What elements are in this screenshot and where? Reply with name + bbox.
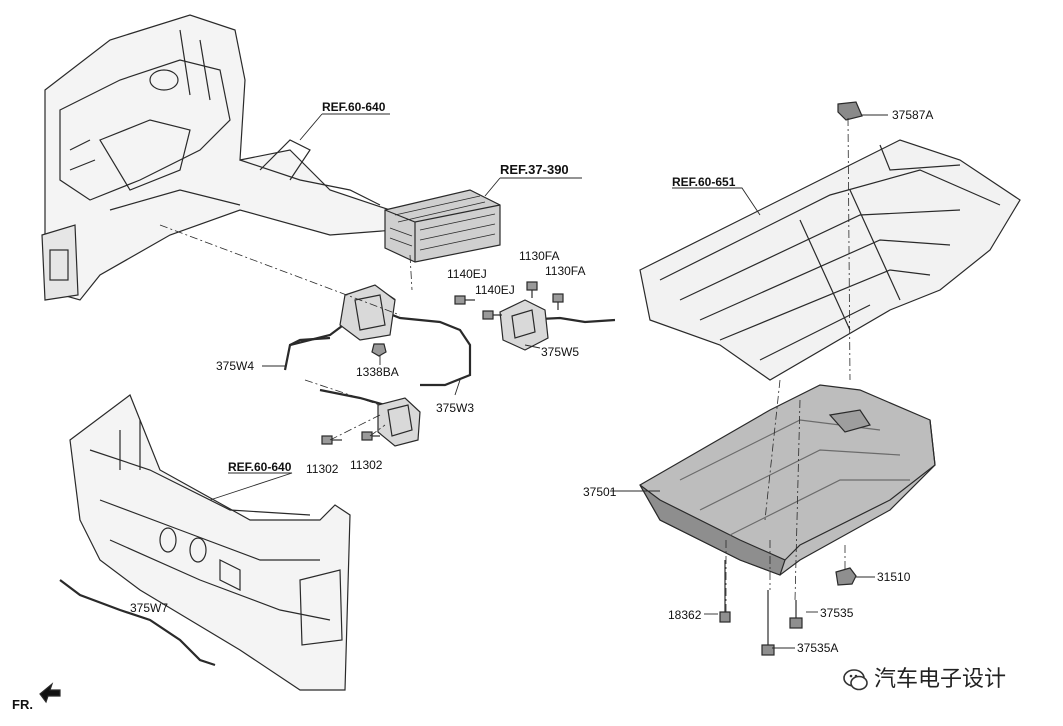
floor-cover-37587a: [837, 101, 863, 121]
dash-panel: [69, 394, 351, 691]
ref-60-651-label: REF.60-651: [672, 175, 736, 189]
part-1130fa-b-label: 1130FA: [545, 264, 586, 278]
part-18362-label: 18362: [668, 608, 702, 622]
valve-assembly-upper: [339, 284, 396, 341]
converter-unit: [384, 189, 501, 263]
part-1338ba-label: 1338BA: [356, 365, 399, 379]
ref-37-390-label: REF.37-390: [500, 162, 569, 177]
front-body-structure: [41, 14, 396, 301]
part-1130fa-a-label: 1130FA: [519, 249, 560, 263]
part-11302-b-label: 11302: [350, 458, 383, 472]
part-31510-label: 31510: [877, 570, 911, 584]
part-375w5-label: 375W5: [541, 345, 580, 359]
part-375w3-label: 375W3: [436, 401, 475, 415]
part-37535-label: 37535: [820, 606, 854, 620]
front-direction-label: FR.: [12, 697, 33, 712]
front-direction-arrow: [39, 682, 61, 704]
watermark-text: 汽车电子设计: [874, 667, 1007, 692]
valve-assembly-right: [499, 299, 549, 351]
part-11302-a-label: 11302: [306, 462, 339, 476]
ref-60-640-bottom-label: REF.60-640: [228, 460, 292, 474]
part-375w7-label: 375W7: [130, 601, 169, 615]
part-1140ej-a-label: 1140EJ: [447, 267, 487, 281]
part-37587a-label: 37587A: [892, 108, 934, 122]
battery-fasteners: [719, 560, 857, 656]
bolts: [321, 281, 564, 445]
alignment-lines: [159, 117, 851, 612]
floor-panel: [639, 139, 1021, 381]
part-37501-label: 37501: [583, 485, 617, 499]
part-1140ej-b-label: 1140EJ: [475, 283, 515, 297]
part-375w4-label: 375W4: [216, 359, 255, 373]
valve-assembly-lower: [377, 397, 421, 447]
leader-lines: [209, 113, 888, 649]
battery-pack: [639, 384, 936, 576]
ref-60-640-top-label: REF.60-640: [322, 100, 386, 114]
part-37535a-label: 37535A: [797, 641, 839, 655]
wechat-logo-icon: [843, 669, 868, 691]
